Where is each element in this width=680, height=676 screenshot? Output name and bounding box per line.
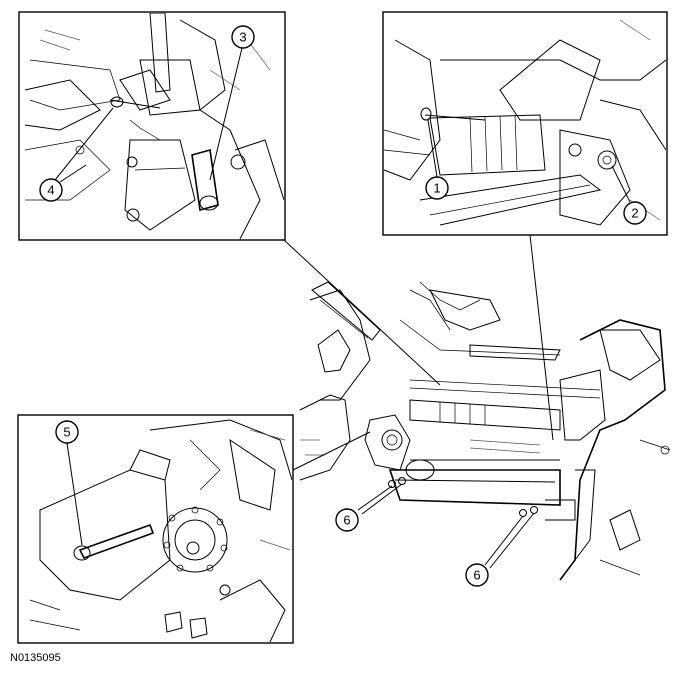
callout-6-right-group: 6 — [465, 512, 535, 587]
detail-box-top-right: 1 2 — [382, 11, 668, 236]
callout-4: 4 — [47, 183, 54, 198]
callout-1: 1 — [433, 181, 440, 196]
callout-circle — [425, 176, 449, 200]
callout-circle — [39, 178, 63, 202]
callout-5: 5 — [63, 425, 70, 440]
bolts-6-right — [519, 506, 538, 517]
callout-6-left-group: 6 — [335, 483, 403, 532]
callout-6-left: 6 — [343, 513, 350, 528]
callout-6-right: 6 — [473, 568, 480, 583]
callout-circle — [335, 508, 359, 532]
callout-circle — [231, 25, 255, 49]
figure-id: N0135095 — [10, 652, 61, 664]
callout-circle — [623, 201, 647, 225]
callout-2: 2 — [631, 206, 638, 221]
callout-circle — [465, 563, 489, 587]
main-subframe-assembly — [299, 281, 671, 581]
callout-3: 3 — [239, 30, 246, 45]
detail-box-top-left: 3 4 — [18, 11, 286, 241]
detail-leaders — [283, 234, 554, 471]
detail-box-bottom-left: 5 — [17, 414, 294, 644]
bolts-6-left — [388, 477, 406, 488]
callout-circle — [55, 420, 79, 444]
